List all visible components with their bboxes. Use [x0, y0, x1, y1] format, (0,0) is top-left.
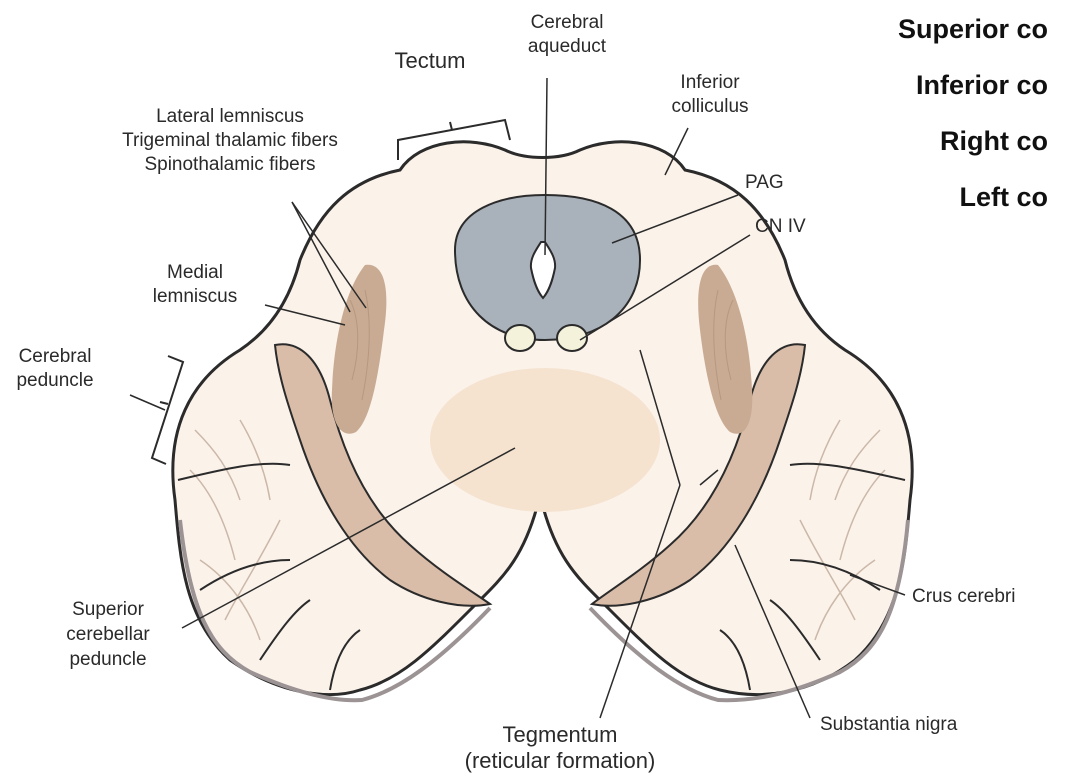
label-pag: PAG: [745, 172, 784, 193]
label-cerebral-peduncle-1: Cerebral: [19, 346, 92, 367]
label-tectum: Tectum: [395, 48, 466, 73]
side-list-item-3: Right co: [940, 126, 1048, 157]
label-lateral-lemniscus: Lateral lemniscus: [156, 106, 304, 127]
label-tegmentum-2: (reticular formation): [465, 748, 656, 773]
side-list-item-2: Inferior co: [916, 70, 1048, 101]
label-trigeminal-thalamic-fibers: Trigeminal thalamic fibers: [122, 130, 338, 151]
cn-iv-nucleus-left: [505, 325, 535, 351]
label-superior-cerebellar-peduncle-2: cerebellar: [66, 624, 150, 645]
reticular-formation: [430, 368, 660, 512]
label-superior-cerebellar-peduncle-1: Superior: [72, 599, 144, 620]
label-medial-lemniscus-1: Medial: [167, 262, 223, 283]
label-cerebral-aqueduct-2: aqueduct: [528, 36, 607, 57]
label-superior-cerebellar-peduncle-3: peduncle: [69, 649, 146, 670]
label-cn-iv: CN IV: [755, 216, 806, 237]
label-tegmentum-1: Tegmentum: [503, 722, 618, 747]
label-inferior-colliculus-2: colliculus: [671, 96, 748, 117]
label-cerebral-aqueduct-1: Cerebral: [531, 12, 604, 33]
label-crus-cerebri: Crus cerebri: [912, 586, 1015, 607]
label-spinothalamic-fibers: Spinothalamic fibers: [144, 154, 315, 175]
label-medial-lemniscus-2: lemniscus: [153, 286, 237, 307]
label-cerebral-peduncle-2: peduncle: [16, 370, 93, 391]
side-list-item-1: Superior co: [898, 14, 1048, 45]
side-list-item-4: Left co: [959, 182, 1048, 213]
label-substantia-nigra: Substantia nigra: [820, 714, 958, 735]
label-inferior-colliculus-1: Inferior: [680, 72, 740, 93]
